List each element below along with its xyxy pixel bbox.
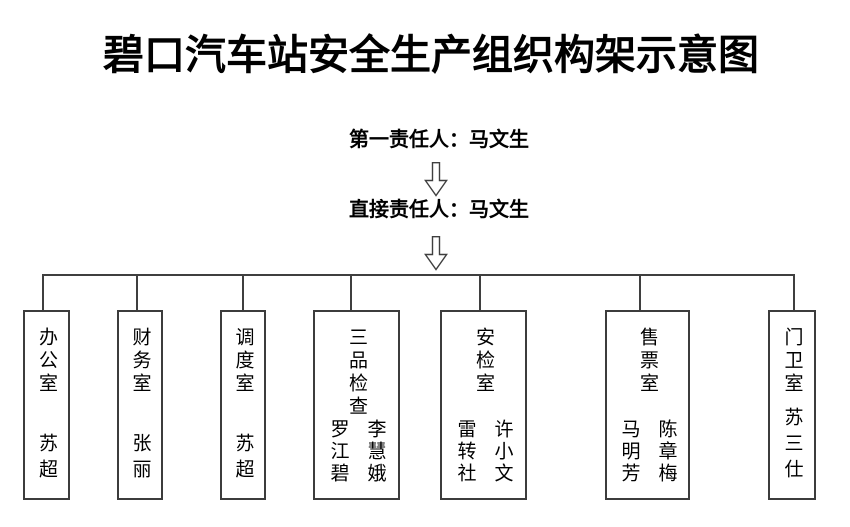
connector-drop-line bbox=[639, 274, 641, 311]
down-arrow-icon bbox=[424, 162, 448, 202]
dept-name: 三品检查 bbox=[346, 327, 367, 419]
dept-name: 安检室 bbox=[473, 327, 494, 396]
staff-name: 张丽 bbox=[129, 433, 151, 485]
connector-drop-line bbox=[242, 274, 244, 311]
level2-responsible-label: 直接责任人：马文生 bbox=[349, 199, 529, 221]
dept-box-office: 办公室 苏超 bbox=[23, 310, 70, 500]
staff-name: 陈章梅 bbox=[655, 419, 677, 485]
dept-name: 售票室 bbox=[637, 327, 658, 396]
down-arrow-icon bbox=[424, 236, 448, 276]
dept-box-three-item-inspection: 三品检查 罗江碧 李慧娥 bbox=[313, 310, 400, 500]
dept-box-gate-guard: 门卫室 苏三仕 bbox=[768, 310, 816, 500]
staff-name: 马明芳 bbox=[618, 419, 640, 485]
staff-name: 雷转社 bbox=[454, 419, 476, 485]
dept-name: 财务室 bbox=[129, 327, 151, 396]
dept-name: 门卫室 bbox=[781, 327, 803, 396]
dept-name: 调度室 bbox=[232, 327, 254, 396]
staff-name: 李慧娥 bbox=[364, 419, 386, 485]
dept-box-dispatch: 调度室 苏超 bbox=[220, 310, 266, 500]
staff-name: 苏超 bbox=[232, 433, 254, 485]
dept-name: 办公室 bbox=[36, 327, 57, 396]
dept-box-finance: 财务室 张丽 bbox=[117, 310, 163, 500]
dept-box-security-check: 安检室 雷转社 许小文 bbox=[440, 310, 527, 500]
page-title: 碧口汽车站安全生产组织构架示意图 bbox=[103, 32, 759, 78]
connector-drop-line bbox=[136, 274, 138, 311]
connector-drop-line bbox=[42, 274, 44, 311]
staff-name: 许小文 bbox=[491, 419, 513, 485]
connector-drop-line bbox=[793, 274, 795, 311]
level1-responsible-label: 第一责任人：马文生 bbox=[349, 129, 529, 151]
staff-name: 苏三仕 bbox=[781, 407, 803, 485]
dept-box-ticket-office: 售票室 马明芳 陈章梅 bbox=[605, 310, 690, 500]
staff-name: 苏超 bbox=[36, 433, 57, 485]
connector-horizontal-line bbox=[42, 274, 795, 276]
connector-drop-line bbox=[479, 274, 481, 311]
connector-drop-line bbox=[350, 274, 352, 311]
staff-name: 罗江碧 bbox=[327, 419, 349, 485]
